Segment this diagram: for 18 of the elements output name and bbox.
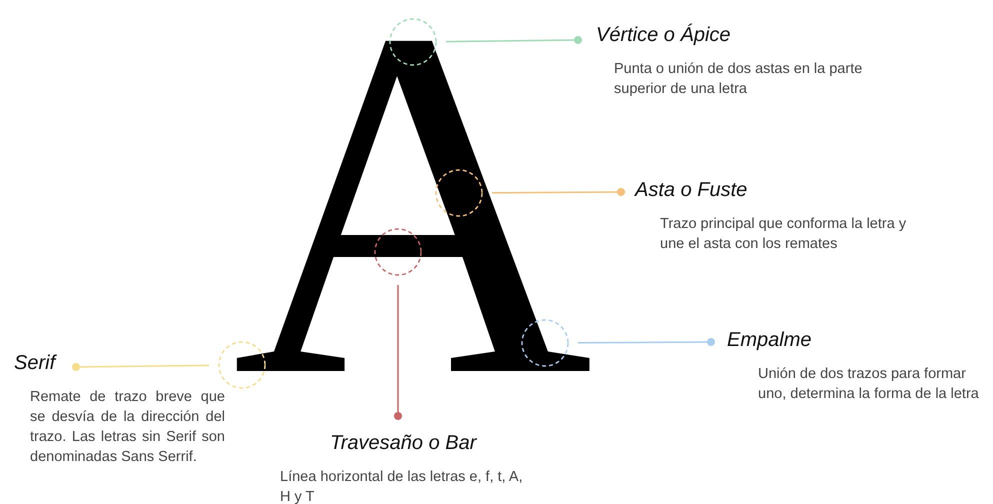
- callout-title: Asta o Fuste: [635, 179, 748, 202]
- callout-title: Travesaño o Bar: [330, 432, 478, 455]
- callout-description: Línea horizontal de las letras e, f, t, A, H y T: [280, 468, 524, 504]
- callout-title: Empalme: [727, 329, 812, 352]
- callout-description: Unión de dos trazos para formar uno, determina la forma de la letra: [758, 365, 980, 404]
- leader-line: [492, 188, 625, 196]
- leader-line: [72, 363, 209, 371]
- leader-line: [578, 338, 715, 346]
- leader-line: [394, 285, 402, 420]
- callout-title: Serif: [14, 352, 58, 375]
- leader-line: [446, 36, 582, 44]
- callout-title: Vértice o Ápice: [596, 24, 732, 47]
- dashed-circle-marker: [435, 169, 483, 217]
- callout-description: Trazo principal que conforma la letra y une el asta con los remates: [660, 215, 908, 254]
- callout-description: Punta o unión de dos astas en la parte superior de una letra: [614, 60, 864, 99]
- dashed-circle-marker: [374, 228, 422, 276]
- callout-description: Remate de trazo breve que se desvía de la dirección del trazo. Las letras sin Serif son denominadas Sans Serrif.: [30, 388, 225, 467]
- dashed-circle-marker: [521, 319, 569, 367]
